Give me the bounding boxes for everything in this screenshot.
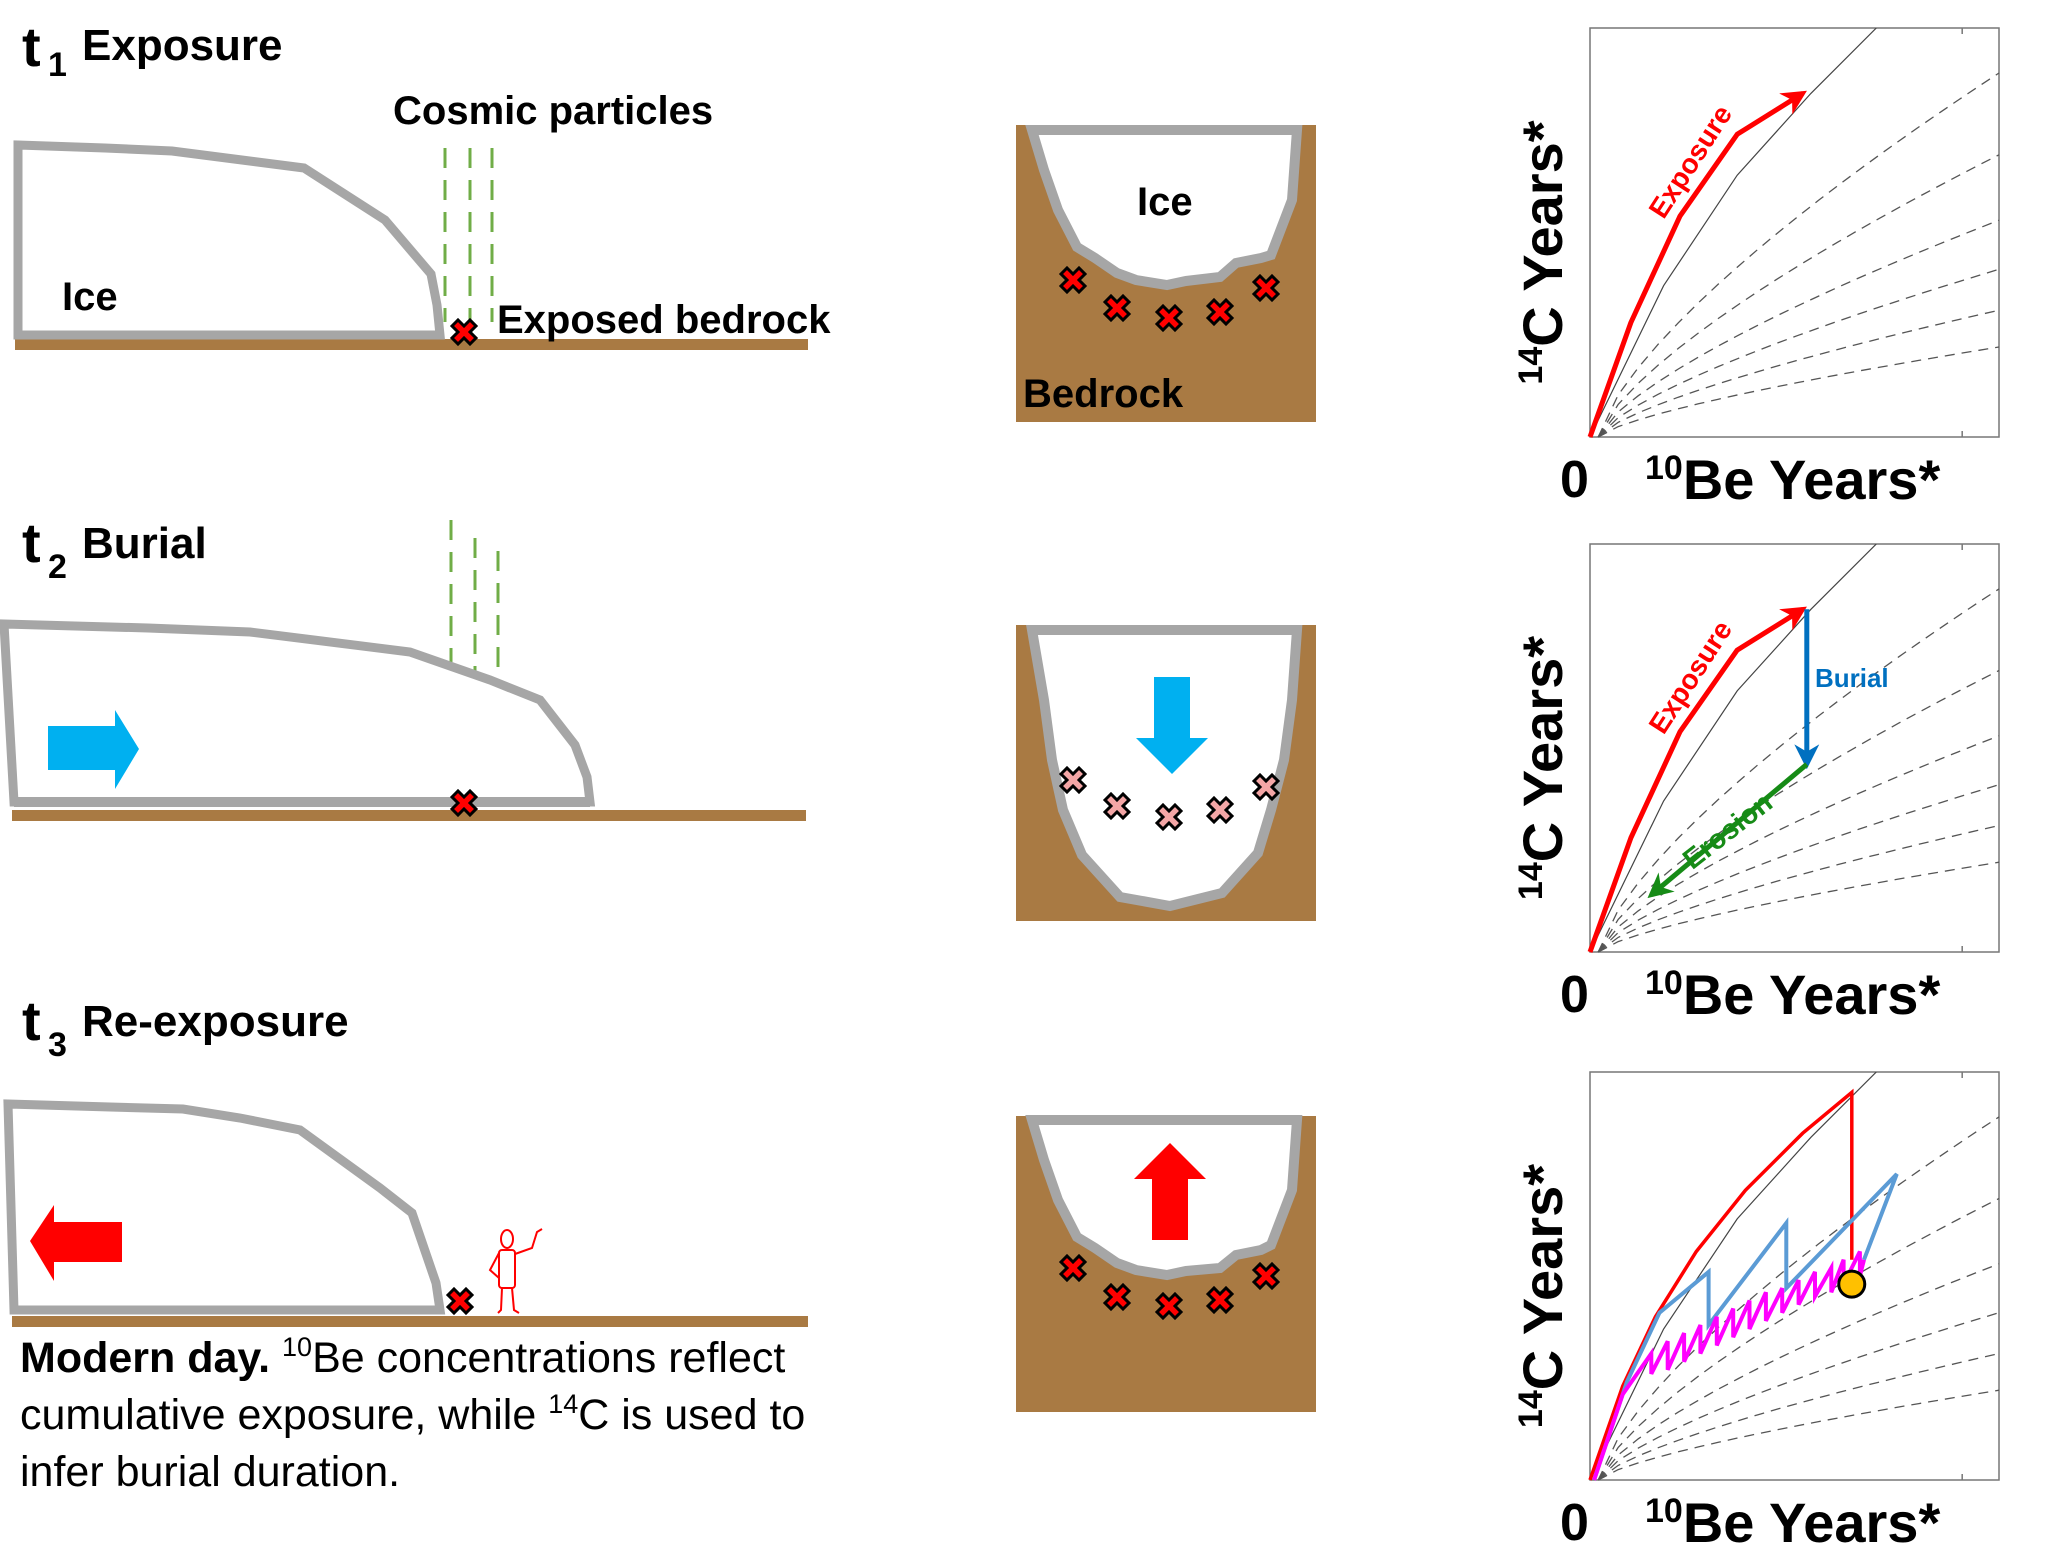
bedrock-surface [15, 339, 808, 350]
plot-frame [1589, 543, 2000, 953]
plot-frame [1589, 1071, 2000, 1481]
ice-body [1026, 625, 1303, 912]
stage-t2-letter: t [22, 511, 41, 574]
valley-cross-section-t3 [1016, 1115, 1316, 1412]
glacier-ice-label: Ice [62, 275, 118, 319]
origin-label: 0 [1560, 1494, 1589, 1548]
steady-exposure-line [1589, 1072, 1877, 1481]
stage-t3-subscript: 3 [48, 1026, 67, 1064]
y-axis-label: 14C Years* [1511, 1164, 1574, 1428]
stage-t1-letter: t [22, 15, 41, 78]
y-axis-label: 14C Years* [1511, 120, 1574, 384]
burial-isochron-line [1597, 1197, 2000, 1481]
chart-reexposure: 0 10Be Years* 14C Years* [1511, 1071, 2000, 1548]
glacier [3, 1099, 446, 1315]
burial-isochron-line [1597, 1263, 2000, 1481]
stage-t1-subscript: 1 [48, 46, 67, 84]
burial-isochron-line [1597, 588, 2000, 953]
stage-t3-letter: t [22, 989, 41, 1052]
ice-thinning-arrow-icon [1134, 1143, 1206, 1240]
burial-isochron-line [1597, 1116, 2000, 1481]
origin-label: 0 [1560, 966, 1589, 1024]
cosmic-particles-label: Cosmic particles [393, 89, 713, 133]
valley-cross-section-t1: Ice Bedrock [1016, 125, 1316, 422]
stage-t2-subscript: 2 [48, 548, 67, 586]
cross-section-bedrock-label: Bedrock [1023, 372, 1184, 416]
plot-frame [1589, 27, 2000, 438]
stage-t3: t 3 Re-exposure [3, 989, 1316, 1412]
stage-t1-title: Exposure [82, 21, 283, 70]
cosmic-rays [443, 148, 494, 322]
ice-retreat-arrow-icon [30, 1205, 122, 1281]
stage-t1: t 1 Exposure Cosmic particles Ice Expose… [13, 15, 1316, 422]
burial-isochron-line [1597, 154, 2000, 438]
series-line [1592, 1250, 1866, 1481]
caption-sup-10: 10 [282, 1332, 313, 1362]
reexposed-sample-x-icon [446, 1287, 474, 1315]
x-axis-label: 10Be Years* [1645, 1491, 1940, 1548]
valley-cross-section-t2 [1016, 625, 1316, 921]
ice-thickening-arrow-icon [1136, 677, 1208, 774]
modern-day-caption: Modern day. 10Be concentrations reflect … [20, 1330, 840, 1501]
burial-isochron-line [1597, 268, 2000, 438]
burial-isochron-line [1597, 1389, 2000, 1481]
y-axis-label: 14C Years* [1511, 636, 1574, 900]
cross-section-ice-label: Ice [1137, 180, 1193, 224]
exposed-bedrock-label: Exposed bedrock [497, 298, 831, 342]
burial-isochron-line [1597, 824, 2000, 953]
ice-body [1025, 125, 1303, 291]
burial-isochron-line [1597, 309, 2000, 438]
stage-t2-title: Burial [82, 519, 207, 568]
x-axis-label: 10Be Years* [1645, 448, 1940, 511]
glacier [13, 140, 445, 340]
stage-t2: t 2 Burial [0, 511, 1316, 921]
caption-part1: Be concentrations reflect cumulative exp… [20, 1334, 786, 1439]
burial-isochron-line [1597, 346, 2000, 438]
person-icon [488, 1228, 543, 1314]
caption-bold: Modern day. [20, 1334, 271, 1382]
stage-t3-title: Re-exposure [82, 997, 349, 1046]
series-line [1592, 1172, 1899, 1481]
series-erosion-arrow [1647, 762, 1809, 899]
bedrock-surface [12, 1316, 808, 1327]
steady-exposure-line [1589, 28, 1877, 438]
cosmic-rays [449, 520, 500, 682]
burial-isochron-line [1597, 1352, 2000, 1481]
origin-label: 0 [1560, 451, 1589, 509]
burial-isochron-line [1597, 72, 2000, 438]
caption-sup-14: 14 [548, 1389, 579, 1419]
steady-exposure-line [1589, 544, 1877, 953]
x-axis-label: 10Be Years* [1645, 963, 1940, 1026]
series-exposure-arrow [1587, 90, 1807, 438]
burial-isochron-line [1597, 219, 2000, 438]
annotation-burial: Burial [1815, 663, 1889, 693]
sample-marker [1837, 1269, 1867, 1299]
glacier [0, 619, 596, 807]
ice-advance-arrow-icon [48, 710, 139, 789]
caption-part2: C is used to infer burial duration. [20, 1391, 806, 1496]
bedrock-surface [12, 810, 806, 821]
burial-isochron-line [1597, 1312, 2000, 1481]
burial-isochron-line [1597, 861, 2000, 953]
burial-isochron-line [1597, 784, 2000, 953]
series-exposure-arrow [1587, 606, 1807, 953]
